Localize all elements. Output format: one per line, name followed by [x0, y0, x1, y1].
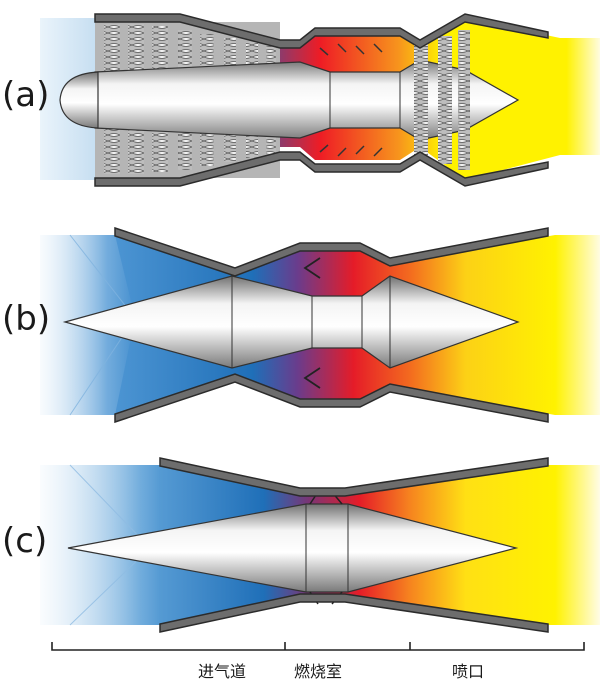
panel-label-a: (a) [2, 75, 49, 115]
turbojet-shaft [94, 59, 520, 141]
combustor-liner [319, 43, 383, 157]
scramjet-casing-top [159, 457, 549, 497]
scramjet-panel: (c) [2, 457, 600, 633]
spinner-icon [59, 71, 99, 129]
turbine-blades [414, 30, 470, 170]
ramjet-casing-top [114, 226, 549, 277]
panel-label-b: (b) [2, 299, 50, 339]
section-label-inlet: 进气道 [198, 662, 246, 681]
flameholder-top-icon [303, 257, 321, 279]
ramjet-casing-bottom [114, 373, 549, 424]
ramjet-panel: (b) [2, 226, 600, 424]
turbojet-casing-top [94, 13, 549, 49]
section-brackets [51, 642, 585, 651]
panel-label-c: (c) [2, 521, 47, 561]
turbojet-casing-bottom [94, 151, 549, 187]
section-label-nozzle: 喷口 [452, 662, 484, 681]
turbojet-panel: (a) [2, 13, 600, 187]
flameholder-bottom-icon [303, 367, 321, 389]
ramjet-centerbody [62, 275, 520, 369]
scramjet-casing-bottom [159, 593, 549, 633]
section-label-combustor: 燃烧室 [294, 662, 342, 681]
